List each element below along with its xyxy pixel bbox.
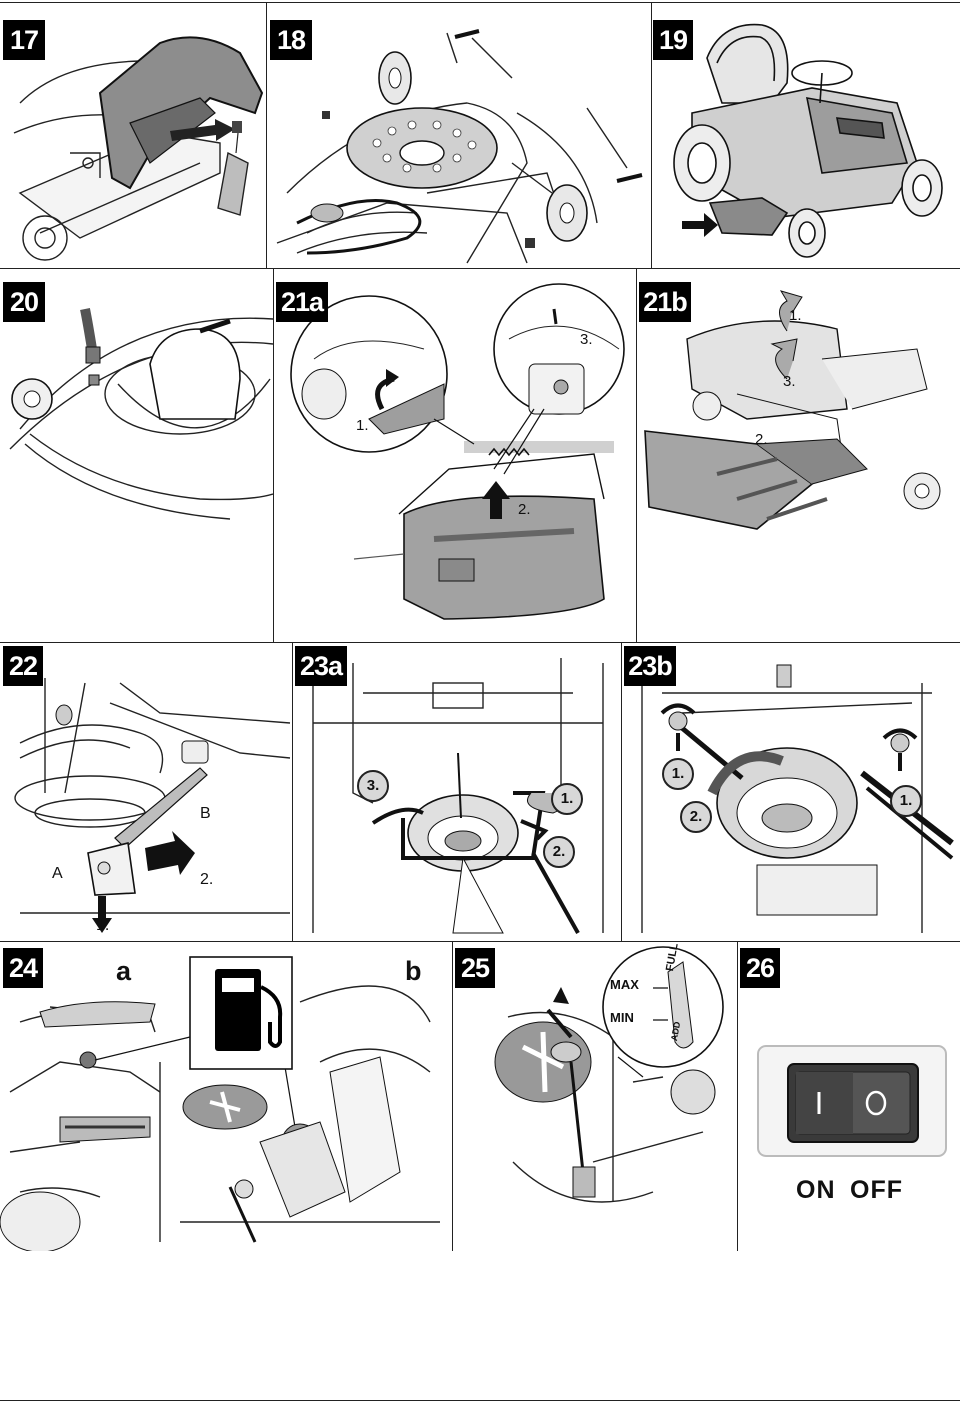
dipstick-max-label: MAX (610, 977, 639, 992)
figure-21b-number: 21b (639, 282, 691, 322)
figure-22-panel: 22 A B 1. 2. (0, 643, 292, 941)
col-divider-r4b (737, 941, 738, 1251)
figure-20-panel: 20 (0, 269, 273, 642)
figure-23b-step-1-right: 1. (890, 785, 922, 817)
figure-21b-step-3: 3. (783, 373, 796, 390)
figure-21b-step-1: 1. (789, 307, 802, 324)
figure-25-illustration (494, 946, 724, 1203)
top-border (0, 2, 960, 3)
figure-22-number: 22 (3, 646, 43, 686)
figure-23a-step-2: 2. (543, 836, 575, 868)
figure-25-number: 25 (455, 948, 495, 988)
figure-24-illustration (0, 956, 440, 1251)
figure-24-number: 24 (3, 948, 43, 988)
figure-24-label-b: b (405, 956, 422, 986)
row-divider-3 (0, 941, 960, 942)
figure-26-number: 26 (740, 948, 780, 988)
figure-26-illustration (757, 1045, 947, 1157)
switch-off-label: OFF (850, 1176, 903, 1204)
bottom-border (0, 1400, 960, 1401)
figure-21b-illustration (644, 290, 941, 530)
switch-on-label: ON (796, 1176, 836, 1204)
figure-20-illustration (9, 308, 273, 520)
figure-24-label-a: a (116, 956, 132, 986)
figure-20-number: 20 (3, 282, 45, 322)
figure-23a-step-1: 1. (551, 783, 583, 815)
figure-19-panel: 19 (652, 3, 960, 268)
figure-21a-step-2: 2. (518, 501, 531, 518)
figure-23b-step-2: 2. (680, 801, 712, 833)
figure-24-panel: 24 a b (0, 942, 452, 1251)
figure-23b-number: 23b (624, 646, 676, 686)
figure-23a-number: 23a (295, 646, 347, 686)
figure-18-illustration (276, 29, 643, 264)
figure-22-label-a: A (52, 865, 63, 882)
col-divider-r2a (273, 268, 274, 642)
figure-19-illustration (673, 23, 943, 258)
figure-26-panel: 26 ON OFF (738, 942, 960, 1251)
figure-23a-panel: 23a 1. 2. 3. (293, 643, 621, 941)
figure-21a-step-1: 1. (356, 417, 369, 434)
figure-17-number: 17 (3, 20, 45, 60)
row-divider-1 (0, 268, 960, 269)
col-divider-r1a (266, 2, 267, 268)
figure-21a-illustration (290, 283, 625, 620)
col-divider-r3a (292, 642, 293, 941)
rocker-switch-icon (787, 1063, 919, 1143)
figure-21a-step-3: 3. (580, 331, 593, 348)
fuel-pump-icon (215, 969, 283, 1051)
figure-19-number: 19 (653, 20, 693, 60)
col-divider-r1b (651, 2, 652, 268)
figure-17-illustration (13, 36, 264, 261)
figure-22-step-2: 2. (200, 871, 214, 888)
figure-23b-panel: 23b 1. 1. 2. (622, 643, 960, 941)
figure-25-panel: 25 MAX MIN FULL ADD (453, 942, 737, 1251)
col-divider-r3b (621, 642, 622, 941)
dipstick-min-label: MIN (610, 1010, 634, 1025)
figure-23a-illustration (312, 658, 604, 934)
figure-18-panel: 18 (267, 3, 651, 268)
figure-21b-step-2: 2. (755, 431, 768, 448)
figure-21a-number: 21a (276, 282, 328, 322)
row-divider-2 (0, 642, 960, 643)
figure-22-step-1: 1. (96, 917, 110, 934)
figure-21a-panel: 21a 1. 2. 3. (274, 269, 636, 642)
figure-23a-step-3: 3. (357, 770, 389, 802)
col-divider-r2b (636, 268, 637, 642)
figure-22-label-b: B (200, 805, 211, 822)
figure-23b-step-1-left: 1. (662, 758, 694, 790)
col-divider-r4a (452, 941, 453, 1251)
figure-21b-panel: 21b 1. 2. 3. (637, 269, 960, 642)
figure-22-illustration (14, 678, 291, 933)
figure-18-number: 18 (270, 20, 312, 60)
figure-17-panel: 17 (0, 3, 266, 268)
